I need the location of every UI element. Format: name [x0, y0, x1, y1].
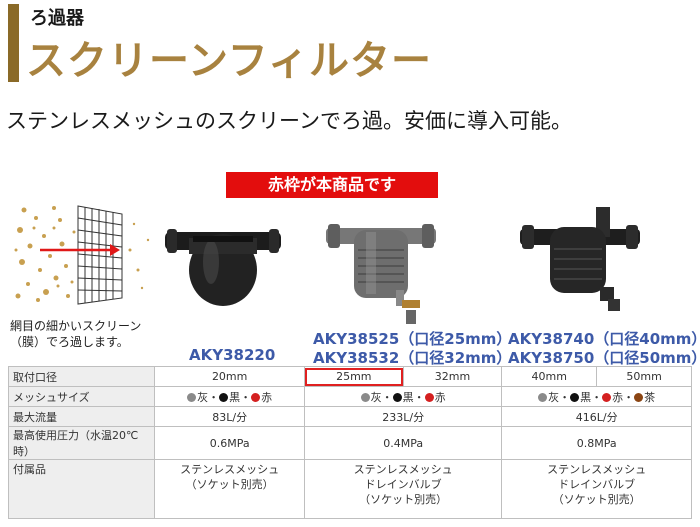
mesh-color-cell: 灰・黒・赤・茶 [501, 386, 692, 407]
model-name: AKY38525（口径25mm） [313, 330, 512, 348]
mesh-color-dot-icon [251, 392, 261, 402]
table-cell: 25mm [303, 366, 404, 387]
accessory-line: ドレインバルブ [364, 478, 442, 491]
accessories-cell: ステンレスメッシュドレインバルブ （ソケット別売） [303, 459, 503, 519]
mesh-color-cell: 灰・黒・赤 [154, 386, 305, 407]
table-row: 付属品 ステンレスメッシュ（ソケット別売） ステンレスメッシュドレインバルブ（ソ… [7, 459, 692, 519]
mesh-color-label: 赤・ [612, 390, 635, 404]
mesh-color-dot-icon [219, 392, 229, 402]
mesh-color-label: 黒・ [229, 390, 252, 404]
product-image-aky38525 [326, 224, 436, 324]
particles [14, 206, 150, 302]
illustration-caption: 網目の細かいスクリーン（膜）でろ過します。 [10, 319, 142, 349]
table-cell: 32mm [402, 366, 503, 387]
mesh-color-label: 茶 [644, 390, 656, 404]
mesh-color-label: 赤 [261, 390, 273, 404]
mesh-color-label: 黒・ [402, 390, 425, 404]
category-label: ろ過器 [30, 8, 84, 29]
accessory-line: （ソケット別売） [552, 493, 641, 506]
table-cell: 416L/分 [501, 406, 692, 427]
table-cell: 40mm [501, 366, 598, 387]
mesh-color-label: 灰・ [370, 390, 393, 404]
product-models-1: AKY38220 [189, 346, 275, 365]
table-cell: 83L/分 [154, 406, 305, 427]
page-title: スクリーンフィルター [26, 38, 432, 84]
table-row: 最高使用圧力（水温20℃時） 0.6MPa 0.4MPa 0.8MPa [7, 426, 692, 460]
accessories-cell: ステンレスメッシュドレインバルブ （ソケット別売） [501, 459, 692, 519]
product-image-aky38740 [520, 207, 640, 311]
product-models-3: AKY38740（口径40mm） AKY38750（口径50mm） [508, 330, 700, 368]
table-cell: 0.8MPa [501, 426, 692, 460]
mesh-color-dot-icon [570, 392, 580, 402]
row-label: 最高使用圧力（水温20℃時） [7, 426, 156, 460]
flow-arrow-icon [40, 244, 120, 256]
mesh-color-label: 赤 [434, 390, 446, 404]
row-label: 最大流量 [7, 406, 156, 427]
mesh-color-label: 黒・ [580, 390, 603, 404]
mesh-color-dot-icon [634, 392, 644, 402]
mesh-color-dot-icon [602, 392, 612, 402]
table-cell: 233L/分 [303, 406, 503, 427]
row-label: 取付口径 [7, 366, 156, 387]
mesh-color-label: 灰・ [197, 390, 220, 404]
table-cell: 0.6MPa [154, 426, 305, 460]
header-accent-bar [8, 4, 19, 82]
model-name: AKY38750（口径50mm） [508, 349, 700, 367]
mesh-color-dot-icon [538, 392, 548, 402]
lead-text: ステンレスメッシュのスクリーンでろ過。安価に導入可能。 [6, 109, 572, 133]
accessory-line: ステンレスメッシュ [547, 463, 647, 476]
table-row: 最大流量 83L/分 233L/分 416L/分 [7, 406, 692, 427]
accessory-line: ドレインバルブ [558, 478, 636, 491]
model-name: AKY38740（口径40mm） [508, 330, 700, 348]
table-cell: 0.4MPa [303, 426, 503, 460]
spec-table: 取付口径 20mm 25mm 32mm 40mm 50mm メッシュサイズ 灰・… [7, 366, 692, 519]
product-image-aky38220 [165, 229, 281, 306]
mesh-color-label: 灰・ [548, 390, 571, 404]
accessory-line: ステンレスメッシュ [180, 463, 280, 476]
model-name: AKY38532（口径32mm） [313, 349, 512, 367]
mesh-color-dot-icon [424, 392, 434, 402]
selected-product-highlight [305, 368, 403, 386]
mesh-color-dot-icon [187, 392, 197, 402]
product-models-2: AKY38525（口径25mm） AKY38532（口径32mm） [313, 330, 511, 368]
table-cell: 20mm [154, 366, 305, 387]
accessory-line: ステンレスメッシュ [353, 463, 453, 476]
accessory-line: （ソケット別売） [359, 493, 448, 506]
row-label: メッシュサイズ [7, 386, 156, 407]
mesh-grid [77, 205, 123, 305]
mesh-color-cell: 灰・黒・赤 [303, 386, 503, 407]
mesh-color-dot-icon [360, 392, 370, 402]
accessories-cell: ステンレスメッシュ （ソケット別売） [154, 459, 305, 519]
table-cell: 50mm [596, 366, 692, 387]
mesh-color-dot-icon [392, 392, 402, 402]
highlight-notice-badge: 赤枠が本商品です [226, 172, 438, 198]
model-name: AKY38220 [189, 346, 276, 364]
accessory-line: （ソケット別売） [185, 478, 274, 491]
mesh-filtration-illustration [14, 205, 150, 305]
table-row: メッシュサイズ 灰・黒・赤 灰・黒・赤 灰・黒・赤・茶 [7, 386, 692, 407]
row-label: 付属品 [7, 459, 156, 519]
